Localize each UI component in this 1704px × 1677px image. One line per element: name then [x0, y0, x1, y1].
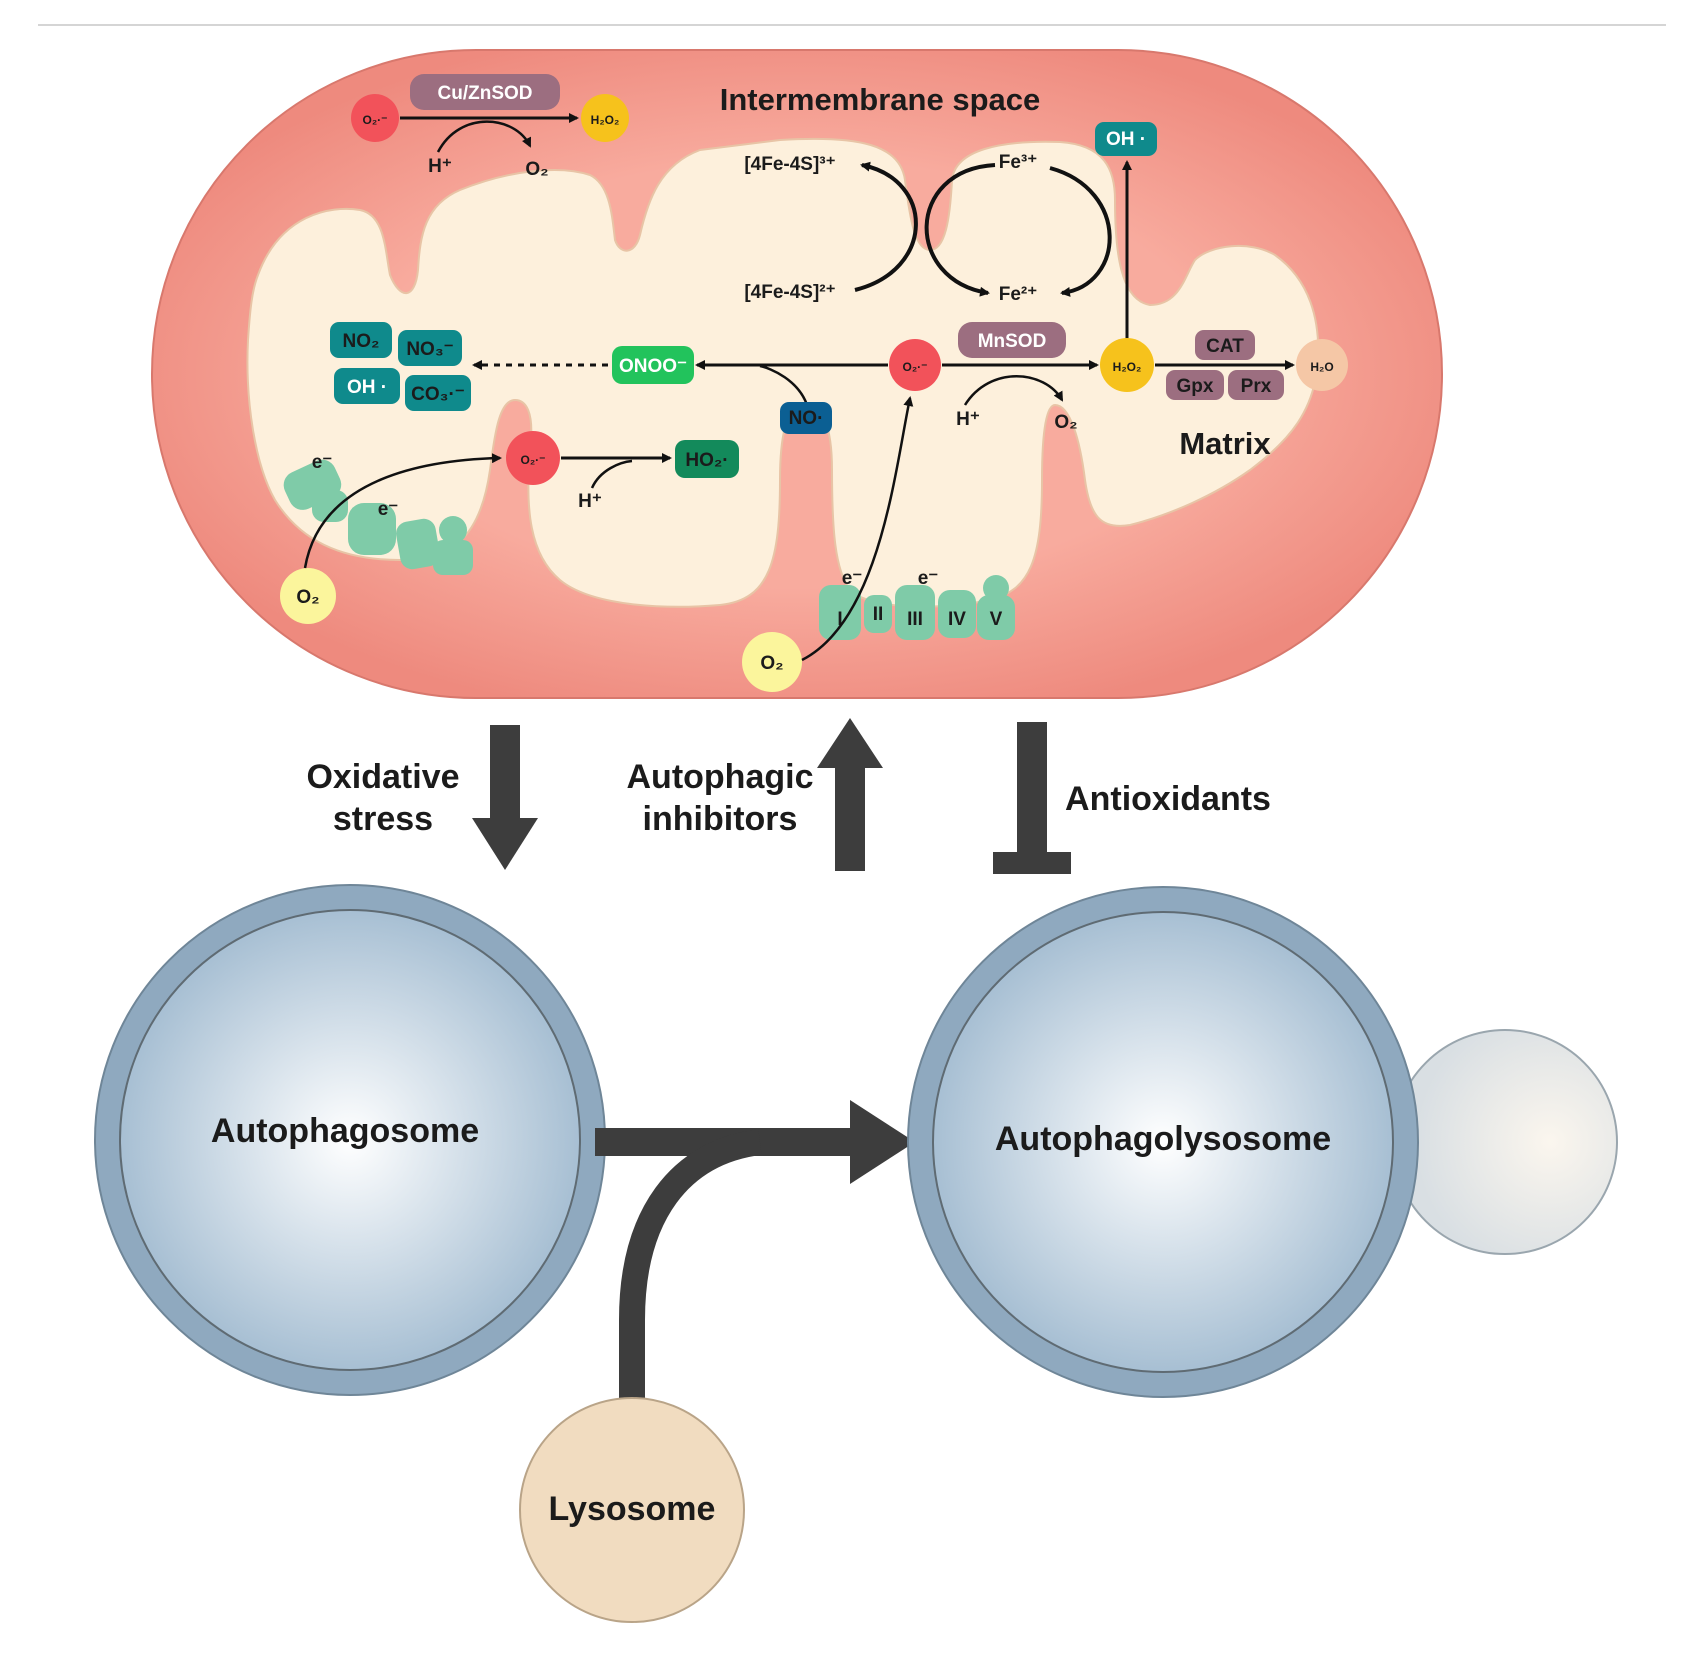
- prx-label: Prx: [1241, 376, 1272, 397]
- cu-znsod-label: Cu/ZnSOD: [438, 83, 533, 104]
- oh-radical-top: [1095, 122, 1157, 156]
- o2-left-label: O₂: [296, 587, 319, 608]
- h2o2-matrix-label: H₂O₂: [1113, 360, 1142, 374]
- arrow-fes-cycle: [854, 161, 918, 292]
- fe2-label: Fe²⁺: [999, 284, 1038, 305]
- arrow-fe2-return: [1049, 166, 1112, 297]
- superoxide-matrix: [889, 339, 941, 391]
- e-minus-bottom-1: e⁻: [842, 568, 863, 589]
- oxidative-stress-arrow: [472, 725, 538, 870]
- prx-enzyme: [1228, 370, 1284, 400]
- cu-znsod-enzyme: [410, 74, 560, 110]
- superoxide-matrix-label: O₂·⁻: [903, 360, 928, 374]
- arrow-mnsod-h: [963, 375, 1064, 406]
- autophagolysosome: [907, 886, 1618, 1398]
- lysosome: [519, 1397, 745, 1623]
- superoxide-left: [506, 431, 560, 485]
- lysosome-label: Lysosome: [549, 1490, 716, 1528]
- cat-label: CAT: [1206, 336, 1244, 357]
- o2-bottom: [742, 632, 802, 692]
- no-radical: [780, 402, 832, 434]
- superoxide-ims-label: O₂·⁻: [363, 113, 388, 127]
- h-plus-ims: H⁺: [428, 156, 452, 177]
- h-plus-left: H⁺: [578, 491, 602, 512]
- oh-radical-label: OH ·: [347, 377, 387, 398]
- fes3-label: [4Fe-4S]³⁺: [744, 154, 835, 175]
- ho2-label: HO₂·: [685, 450, 728, 471]
- antioxidants-label: Antioxidants: [1065, 780, 1271, 818]
- fe3-label: Fe³⁺: [999, 152, 1038, 173]
- oh-radical: [334, 368, 400, 404]
- complex-iv: IV: [948, 609, 966, 630]
- mnsod-label: MnSOD: [978, 331, 1047, 352]
- mnsod-enzyme: [958, 322, 1066, 358]
- autophagosome-label: Autophagosome: [211, 1112, 479, 1150]
- co3-label: CO₃·⁻: [411, 384, 465, 405]
- arrow-o2-left: [303, 453, 502, 569]
- superoxide-ims: [351, 94, 399, 142]
- oxidative-stress-line1: Oxidative: [306, 758, 459, 796]
- arrow-o2-bottom: [801, 396, 914, 662]
- etc-cluster-left: [283, 459, 473, 575]
- intermembrane-label: Intermembrane space: [720, 82, 1040, 117]
- oxidative-stress-line2: stress: [333, 800, 433, 838]
- arrow-no-join: [759, 364, 810, 409]
- gpx-enzyme: [1166, 370, 1224, 400]
- h2o: [1296, 339, 1348, 391]
- h2o2-ims-label: H₂O₂: [591, 113, 620, 127]
- cat-enzyme: [1195, 330, 1255, 360]
- no2-label: NO₂: [343, 331, 380, 352]
- co3: [405, 375, 471, 411]
- o2-left: [280, 568, 336, 624]
- ho2: [675, 440, 739, 478]
- no-radical-label: NO·: [789, 408, 824, 429]
- no2: [330, 322, 392, 358]
- fusion-arrow: [595, 1100, 915, 1425]
- autophagic-inhibitors-line2: inhibitors: [643, 800, 798, 838]
- complex-ii: II: [873, 604, 884, 625]
- h2o2-matrix: [1100, 338, 1154, 392]
- complex-i: I: [837, 609, 842, 630]
- antioxidants-inhibition-bar: [993, 722, 1071, 874]
- autophagosome: [94, 884, 606, 1396]
- onoo: [612, 346, 694, 384]
- h2o2-ims: [581, 94, 629, 142]
- e-minus-left-2: e⁻: [378, 499, 399, 520]
- autophagic-inhibitors-line1: Autophagic: [627, 758, 814, 796]
- e-minus-left-1: e⁻: [312, 452, 333, 473]
- arrow-ho2-h: [590, 459, 633, 489]
- matrix-label: Matrix: [1179, 426, 1271, 461]
- superoxide-left-label: O₂·⁻: [521, 453, 546, 467]
- complex-iii: III: [907, 609, 923, 630]
- h2o-label: H₂O: [1310, 360, 1333, 374]
- o2-ims: O₂: [525, 159, 548, 180]
- arrow-fe3-to-fe2: [924, 163, 996, 297]
- mitochondrion: Intermembrane space Matrix Cu/ZnSOD O₂·⁻…: [151, 49, 1443, 699]
- gpx-label: Gpx: [1177, 376, 1214, 397]
- fes2-label: [4Fe-4S]²⁺: [744, 282, 835, 303]
- complex-v: V: [990, 609, 1003, 630]
- oh-radical-top-label: OH ·: [1106, 129, 1146, 150]
- autophagolysosome-label: Autophagolysosome: [995, 1120, 1331, 1158]
- e-minus-bottom-2: e⁻: [918, 568, 939, 589]
- h-plus-matrix: H⁺: [956, 409, 980, 430]
- arrow-cuzn-h: [436, 120, 532, 153]
- o2-bottom-label: O₂: [760, 653, 783, 674]
- no3-label: NO₃⁻: [406, 339, 453, 360]
- etc-complexes: [819, 575, 1015, 640]
- o2-matrix: O₂: [1054, 412, 1077, 433]
- onoo-label: ONOO⁻: [619, 356, 687, 377]
- autophagic-inhibitors-arrow: [817, 718, 883, 871]
- no3: [398, 330, 462, 366]
